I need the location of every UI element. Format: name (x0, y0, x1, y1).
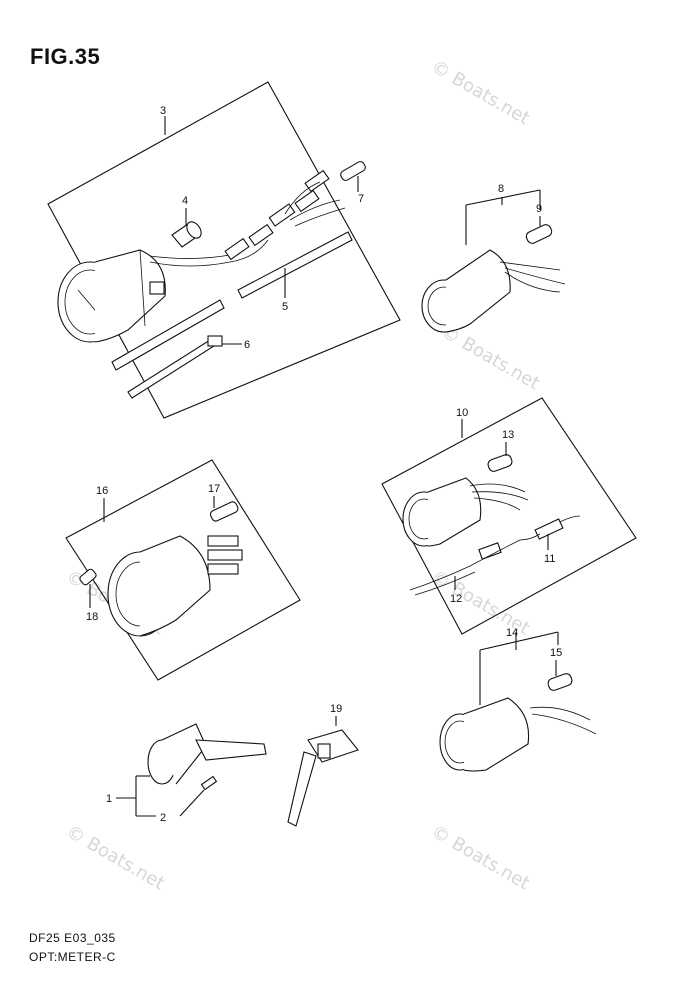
bulb-7 (340, 161, 366, 181)
gauge-10 (402, 477, 529, 547)
bulb-9 (525, 224, 553, 244)
assembly-3-box (47, 81, 401, 419)
assembly-10-box (381, 397, 637, 635)
callout-5: 5 (282, 301, 288, 313)
footer-code: DF25 E03_035 (29, 931, 116, 945)
callout-18: 18 (86, 611, 98, 623)
bulb-15 (547, 673, 573, 691)
figure-title: FIG.35 (30, 44, 101, 69)
callout-4: 4 (182, 195, 188, 207)
callout-16: 16 (96, 485, 108, 497)
watermark: © Boats.net (428, 821, 534, 894)
harness-12 (409, 539, 521, 596)
callout-2: 2 (160, 812, 166, 824)
harness-11 (519, 515, 581, 541)
callout-6: 6 (244, 339, 250, 351)
gauge-8 (421, 189, 566, 333)
callout-8: 8 (498, 183, 504, 195)
callout-labels: 3 4 7 5 6 8 9 10 13 11 12 16 17 18 14 15… (86, 105, 562, 824)
callout-10: 10 (456, 407, 468, 419)
callout-11: 11 (544, 553, 555, 565)
callout-3: 3 (160, 105, 166, 117)
callout-1: 1 (106, 793, 112, 805)
callout-13: 13 (502, 429, 514, 441)
lever-19 (287, 716, 359, 827)
tube-5 (111, 231, 353, 371)
callout-12: 12 (450, 593, 462, 605)
watermark: © Boats.net (438, 321, 544, 394)
cable-tie-6 (127, 335, 223, 399)
gauge-3 (57, 239, 269, 343)
gauge-14 (439, 631, 597, 772)
callout-9: 9 (536, 203, 542, 215)
bulb-13 (487, 454, 513, 472)
bulb-18 (79, 568, 97, 586)
watermark: © Boats.net (428, 56, 534, 129)
watermark: © Boats.net (63, 821, 169, 894)
callout-15: 15 (550, 647, 562, 659)
bulb-17 (209, 501, 239, 522)
screw-2 (179, 775, 218, 817)
callout-14: 14 (506, 627, 518, 639)
harness-connectors-3 (224, 169, 346, 261)
callout-7: 7 (358, 193, 364, 205)
callout-19: 19 (330, 703, 342, 715)
switch-1 (116, 723, 267, 817)
footer-section: OPT:METER-C (29, 950, 116, 964)
grommet-4 (171, 221, 202, 248)
callout-17: 17 (208, 483, 220, 495)
gauge-16 (107, 535, 243, 637)
